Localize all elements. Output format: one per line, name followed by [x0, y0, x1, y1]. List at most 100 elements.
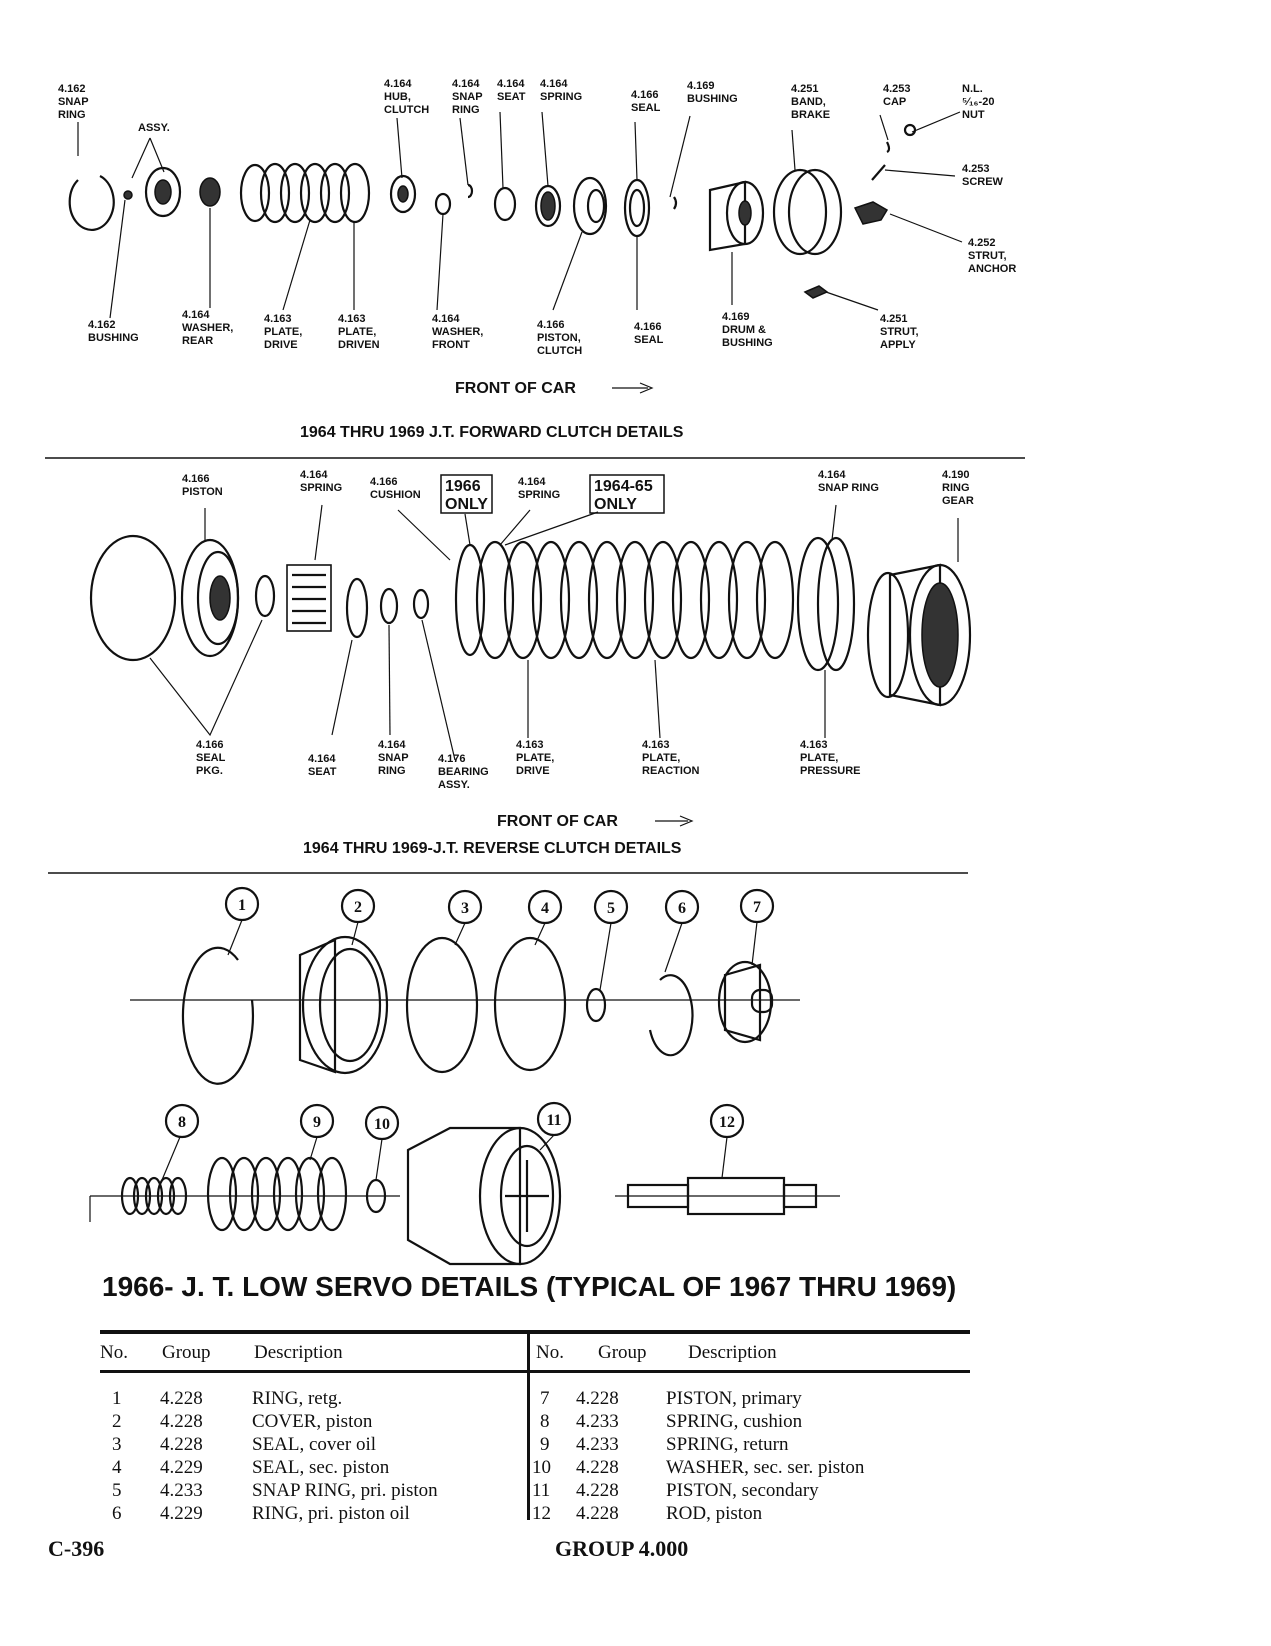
- row-no-right: 12: [532, 1503, 551, 1524]
- fwd-leader-snap-ring-2: [459, 117, 469, 186]
- return-spring-coil-5: [294, 1156, 326, 1232]
- secondary-piston-cross: [505, 1160, 549, 1232]
- reverse-plate-2: [503, 540, 543, 660]
- servo-leader-10: [375, 1138, 383, 1181]
- row-group-left: 4.228: [160, 1388, 203, 1409]
- nut-part: [903, 123, 917, 137]
- header-group-right: Group: [598, 1342, 647, 1363]
- cover-oil-seal-part: [405, 936, 479, 1074]
- fwd-leader-cap: [879, 114, 889, 141]
- servo-leader-4: [534, 922, 546, 946]
- group-label: GROUP 4.000: [555, 1536, 689, 1561]
- reverse-spring-assembly: [286, 564, 332, 632]
- row-no-right: 10: [532, 1457, 551, 1478]
- reverse-seal-small: [254, 574, 276, 618]
- reverse-plate-10: [727, 540, 767, 660]
- rev-front-arrow-icon: [655, 815, 694, 827]
- fwd-leader-screw: [884, 169, 956, 177]
- fwd-leader-anchor: [889, 213, 963, 243]
- rev-leader-bearing: [421, 619, 456, 761]
- reverse-plate-5: [587, 540, 627, 660]
- piston-part: [572, 176, 608, 236]
- row-no-right: 11: [532, 1480, 551, 1501]
- row-no-left: 5: [112, 1480, 122, 1501]
- row-desc-right: PISTON, secondary: [666, 1480, 819, 1501]
- snap-ring-pri-part: [585, 987, 607, 1023]
- clutch-plate-6: [339, 162, 371, 224]
- servo-leader-1: [227, 919, 243, 956]
- rev-box-1964-65: [589, 474, 665, 514]
- fwd-leader-hub: [396, 117, 403, 179]
- rev-leader-spring: [314, 504, 323, 561]
- reverse-plate-3: [531, 540, 571, 660]
- callout-2: 2: [354, 899, 362, 916]
- band-brake-front: [772, 168, 828, 256]
- clutch-plate-1: [239, 163, 271, 223]
- row-group-left: 4.229: [160, 1503, 203, 1524]
- piston-rod-right: [782, 1183, 818, 1209]
- clutch-plate-2: [259, 162, 291, 224]
- reverse-snap-ring-part: [379, 587, 399, 625]
- fwd-leader-apply: [825, 291, 879, 311]
- clutch-hub-part: [389, 174, 417, 214]
- return-spring-coil-2: [228, 1156, 260, 1232]
- servo-leader-5: [599, 922, 612, 991]
- reverse-piston-hub: [209, 575, 231, 621]
- row-desc-right: WASHER, sec. ser. piston: [666, 1457, 865, 1478]
- callout-4: 4: [541, 900, 549, 917]
- row-group-right: 4.228: [576, 1388, 619, 1409]
- row-desc-right: SPRING, cushion: [666, 1411, 803, 1432]
- row-group-left: 4.228: [160, 1434, 203, 1455]
- servo-leader-8: [161, 1136, 181, 1181]
- fwd-front-arrow-icon: [612, 382, 654, 394]
- row-no-left: 2: [112, 1411, 122, 1432]
- header-no-left: No.: [100, 1342, 128, 1363]
- row-desc-left: COVER, piston: [252, 1411, 373, 1432]
- primary-piston-stem: [750, 988, 774, 1014]
- reverse-cushion-part: [454, 543, 486, 657]
- reverse-piston-ring: [196, 550, 240, 646]
- rev-caption: 1964 THRU 1969-J.T. REVERSE CLUTCH DETAI…: [303, 840, 682, 857]
- return-spring-coil-4: [272, 1156, 304, 1232]
- sec-piston-seal-part: [493, 936, 567, 1072]
- hub-assembly-core: [154, 179, 172, 205]
- row-group-right: 4.233: [576, 1434, 619, 1455]
- rev-box-1966: [440, 474, 493, 514]
- row-no-left: 4: [112, 1457, 122, 1478]
- servo-leader-9: [309, 1136, 318, 1161]
- fwd-leader-seal: [634, 121, 638, 181]
- bushing-part: [123, 190, 133, 200]
- reverse-snap-ring-large: [816, 536, 856, 672]
- seal-part: [623, 178, 651, 238]
- ring-gear-back: [866, 571, 910, 699]
- piston-bore: [586, 188, 606, 224]
- servo-caption: 1966- J. T. LOW SERVO DETAILS (TYPICAL O…: [102, 1271, 956, 1302]
- cushion-spring-coil-5: [168, 1176, 188, 1216]
- reverse-plate-4: [559, 540, 599, 660]
- piston-cover-face: [301, 935, 389, 1075]
- row-group-right: 4.228: [576, 1503, 619, 1524]
- servo-leader-11: [539, 1134, 555, 1151]
- callout-12: 12: [719, 1114, 735, 1131]
- fwd-caption: 1964 THRU 1969 J.T. FORWARD CLUTCH DETAI…: [300, 424, 684, 441]
- cushion-spring-coil-3: [144, 1176, 164, 1216]
- piston-cover-inner: [318, 947, 382, 1063]
- servo-leader-12: [721, 1136, 728, 1179]
- cushion-spring-coil-1: [120, 1176, 140, 1216]
- row-group-left: 4.228: [160, 1411, 203, 1432]
- callout-10: 10: [374, 1116, 390, 1133]
- fwd-front-of-car: FRONT OF CAR: [455, 380, 576, 397]
- header-no-right: No.: [536, 1342, 564, 1363]
- band-brake-back: [787, 168, 843, 256]
